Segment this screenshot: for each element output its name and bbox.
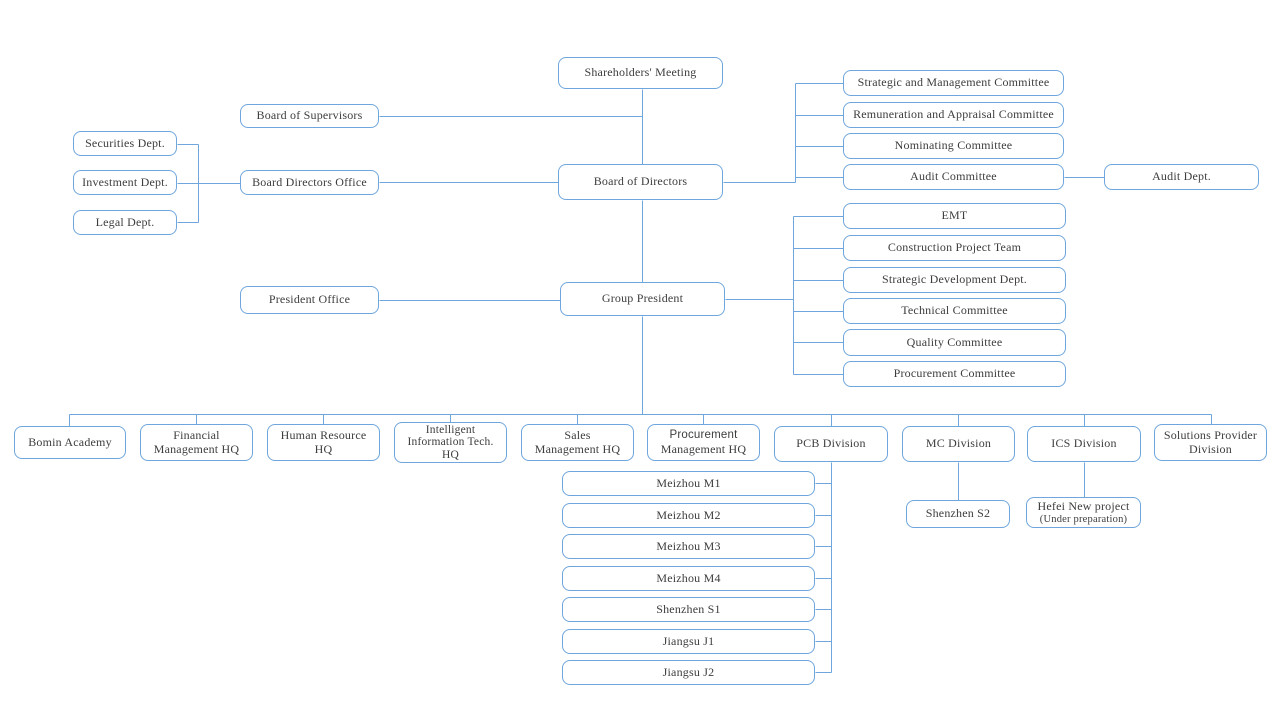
org-node-bomin-academy: Bomin Academy	[14, 426, 126, 459]
org-node-label: Information Tech.	[407, 436, 494, 449]
org-node-label: MC Division	[925, 436, 992, 451]
org-node-audit-committee: Audit Committee	[843, 164, 1064, 190]
org-node-label: Jiangsu J1	[662, 633, 715, 648]
org-node-securities-dept: Securities Dept.	[73, 131, 177, 156]
org-node-label: Solutions Provider	[1163, 428, 1258, 442]
org-node-procurement-committee: Procurement Committee	[843, 361, 1066, 387]
org-node-investment-dept: Investment Dept.	[73, 170, 177, 195]
org-node-label: Board of Supervisors	[256, 108, 363, 123]
org-node-board-of-supervisors: Board of Supervisors	[240, 104, 379, 128]
org-node-label: Division	[1189, 441, 1232, 456]
org-node-label: Investment Dept.	[82, 174, 168, 189]
org-node-label: Intelligent	[425, 423, 476, 436]
org-node-meizhou-m1: Meizhou M1	[562, 471, 815, 496]
org-node-label: HQ	[314, 441, 333, 456]
org-node-label: PCB Division	[796, 436, 866, 451]
org-node-label: (Under preparation)	[1039, 513, 1128, 525]
org-node-jiangsu-j2: Jiangsu J2	[562, 660, 815, 685]
org-node-label: Technical Committee	[901, 303, 1008, 318]
org-node-label: Meizhou M3	[656, 538, 721, 553]
org-node-label: Audit Committee	[910, 169, 997, 184]
org-node-remuneration-and-appraisal-committee: Remuneration and Appraisal Committee	[843, 102, 1064, 128]
org-node-label: Group President	[601, 291, 684, 306]
org-node-mc-division: MC Division	[902, 426, 1015, 462]
org-node-label: Strategic Development Dept.	[881, 272, 1028, 287]
org-node-audit-dept: Audit Dept.	[1104, 164, 1259, 190]
org-node-label: Sales	[564, 428, 591, 442]
org-node-technical-committee: Technical Committee	[843, 298, 1066, 324]
org-node-label: Board of Directors	[593, 174, 688, 189]
org-node-pcb-division: PCB Division	[774, 426, 888, 462]
org-node-label: Construction Project Team	[887, 240, 1022, 255]
org-node-label: Quality Committee	[906, 334, 1003, 349]
org-node-construction-project-team: Construction Project Team	[843, 235, 1066, 261]
org-node-label: President Office	[268, 292, 351, 307]
org-node-label: Human Resource	[280, 428, 367, 442]
org-node-emt: EMT	[843, 203, 1066, 229]
org-node-label: Jiangsu J2	[662, 664, 715, 679]
org-node-strategic-development-dept: Strategic Development Dept.	[843, 267, 1066, 293]
org-node-ics-division: ICS Division	[1027, 426, 1141, 462]
org-node-board-directors-office: Board Directors Office	[240, 170, 379, 195]
org-node-shenzhen-s2: Shenzhen S2	[906, 500, 1010, 528]
org-node-label: ICS Division	[1051, 436, 1117, 451]
org-node-label: Board Directors Office	[252, 174, 367, 189]
org-node-label: Shareholders' Meeting	[584, 65, 697, 80]
org-node-label: Securities Dept.	[85, 135, 165, 150]
org-node-label: Meizhou M2	[656, 507, 721, 522]
org-node-group-president: Group President	[560, 282, 725, 316]
org-node-label: Remuneration and Appraisal Committee	[853, 107, 1054, 122]
org-node-label: Bomin Academy	[28, 434, 112, 449]
org-node-hefei-new-project: Hefei New project(Under preparation)	[1026, 497, 1141, 528]
org-node-label: Audit Dept.	[1152, 169, 1211, 184]
org-node-jiangsu-j1: Jiangsu J1	[562, 629, 815, 654]
org-node-legal-dept: Legal Dept.	[73, 210, 177, 235]
org-node-label: Meizhou M1	[656, 475, 721, 490]
org-node-president-office: President Office	[240, 286, 379, 314]
org-node-label: Management HQ	[660, 441, 747, 456]
org-node-label: Financial	[173, 428, 220, 442]
org-node-strategic-and-management-committee: Strategic and Management Committee	[843, 70, 1064, 96]
org-node-label: EMT	[941, 208, 968, 223]
org-node-nominating-committee: Nominating Committee	[843, 133, 1064, 159]
org-node-label: Shenzhen S2	[925, 506, 991, 521]
org-node-label: Legal Dept.	[95, 214, 155, 229]
org-node-label: Nominating Committee	[894, 138, 1013, 153]
org-node-label: Strategic and Management Committee	[857, 75, 1050, 90]
org-node-quality-committee: Quality Committee	[843, 329, 1066, 356]
org-node-label: HQ	[441, 448, 459, 461]
org-node-label: Management HQ	[153, 441, 240, 456]
org-node-label: Meizhou M4	[656, 570, 721, 585]
org-node-meizhou-m4: Meizhou M4	[562, 566, 815, 591]
org-node-meizhou-m3: Meizhou M3	[562, 534, 815, 559]
org-node-label: Procurement	[669, 429, 738, 441]
org-node-board-of-directors: Board of Directors	[558, 164, 723, 200]
org-node-label: Shenzhen S1	[656, 601, 721, 616]
org-node-shareholders-meeting: Shareholders' Meeting	[558, 57, 723, 89]
org-node-label: Management HQ	[534, 441, 621, 456]
org-node-label: Hefei New project	[1037, 499, 1130, 513]
org-node-shenzhen-s1: Shenzhen S1	[562, 597, 815, 622]
org-node-meizhou-m2: Meizhou M2	[562, 503, 815, 528]
org-node-label: Procurement Committee	[893, 366, 1016, 381]
